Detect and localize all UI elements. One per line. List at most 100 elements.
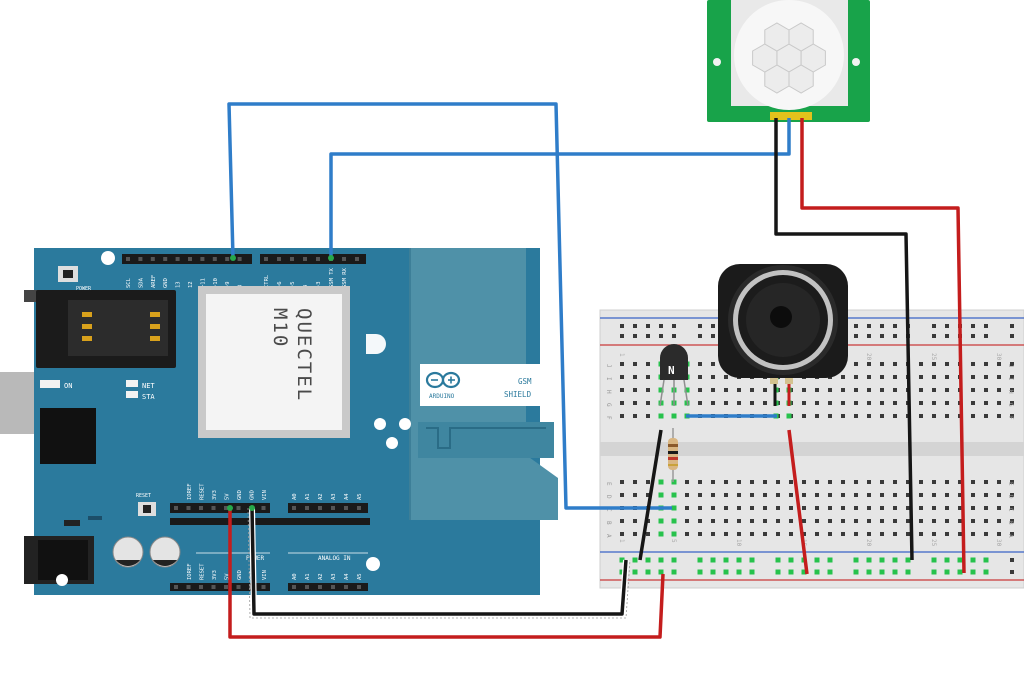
pin-label: RESET	[200, 563, 206, 580]
rail-hole	[646, 324, 650, 328]
breadboard-hole	[776, 506, 780, 510]
header-pin	[292, 506, 296, 510]
breadboard-hole	[828, 532, 832, 536]
breadboard-hole	[724, 506, 728, 510]
breadboard-hole	[971, 414, 975, 418]
breadboard-hole	[828, 480, 832, 484]
column-number: 25	[930, 353, 937, 361]
breadboard-hole	[620, 388, 624, 392]
breadboard-hole	[633, 493, 637, 497]
breadboard-hole	[763, 388, 767, 392]
breadboard-hole	[737, 388, 741, 392]
breadboard-hole	[737, 493, 741, 497]
breadboard-hole	[633, 414, 637, 418]
pin-label: 13	[176, 281, 182, 288]
breadboard-hole	[711, 493, 715, 497]
breadboard-hole	[685, 506, 689, 510]
rail-hole	[711, 324, 715, 328]
breadboard-hole	[711, 532, 715, 536]
column-number: 5	[670, 539, 677, 543]
breadboard-hole	[698, 388, 702, 392]
pir-motion-sensor	[707, 0, 870, 122]
breadboard-hole	[867, 493, 871, 497]
breadboard-hole	[919, 480, 923, 484]
breadboard-hole	[711, 401, 715, 405]
breadboard-hole	[932, 506, 936, 510]
pin-label: IOREF	[187, 563, 193, 580]
mounting-hole	[374, 418, 386, 430]
breadboard-hole	[893, 414, 897, 418]
row-letter: A	[605, 534, 612, 538]
net-label: NET	[142, 382, 155, 390]
breadboard-hole	[958, 519, 962, 523]
breadboard-hole	[867, 480, 871, 484]
breadboard-hole	[854, 375, 858, 379]
breadboard-hole	[997, 480, 1001, 484]
breadboard-hole	[945, 480, 949, 484]
breadboard-hole	[880, 362, 884, 366]
breadboard-hole	[971, 401, 975, 405]
pin-label: A3	[331, 573, 337, 580]
digital-header-2	[260, 254, 366, 264]
breadboard-hole	[867, 532, 871, 536]
header-pin	[305, 585, 309, 589]
connected-hole	[814, 569, 820, 575]
header-pin	[199, 506, 203, 510]
wire-transistor-gnd	[638, 429, 663, 561]
breadboard-hole	[646, 401, 650, 405]
rail-hole	[893, 334, 897, 338]
connected-hole	[775, 557, 781, 563]
rail-hole	[984, 324, 988, 328]
pin-label: GND	[163, 278, 169, 288]
breadboard-hole	[763, 532, 767, 536]
pin-label: CTRL	[264, 274, 270, 288]
breadboard-hole	[1010, 532, 1014, 536]
breadboard-hole	[971, 532, 975, 536]
pin-label: ~11	[200, 278, 206, 288]
pin-label: A2	[318, 493, 324, 500]
breadboard-hole	[633, 532, 637, 536]
connected-hole	[671, 492, 677, 498]
breadboard-hole	[802, 388, 806, 392]
breadboard-hole	[867, 414, 871, 418]
breadboard-hole	[815, 532, 819, 536]
pin-label: 5V	[225, 493, 231, 500]
rail-hole	[854, 324, 858, 328]
breadboard-hole	[854, 414, 858, 418]
breadboard-hole	[841, 401, 845, 405]
breadboard-hole	[750, 480, 754, 484]
power-header	[170, 503, 270, 513]
header-pin	[342, 257, 346, 261]
connected-hole	[723, 557, 729, 563]
header-pin	[199, 585, 203, 589]
pin-label: A0	[292, 493, 298, 500]
pin-label: VIN	[262, 570, 268, 580]
breadboard-hole	[984, 362, 988, 366]
breadboard-hole	[906, 532, 910, 536]
breadboard-hole	[971, 506, 975, 510]
connected-hole	[671, 569, 677, 575]
breadboard-hole	[776, 532, 780, 536]
row-letter: D	[605, 495, 612, 499]
connected-hole	[658, 531, 664, 537]
connected-hole	[892, 557, 898, 563]
row-letter: C	[605, 508, 612, 512]
connected-hole	[970, 557, 976, 563]
breadboard-hole	[737, 519, 741, 523]
breadboard-hole	[750, 493, 754, 497]
connected-hole	[658, 479, 664, 485]
breadboard-hole	[854, 532, 858, 536]
capacitor	[149, 536, 181, 568]
connected-hole	[658, 492, 664, 498]
rail-hole	[659, 324, 663, 328]
header-pin	[224, 506, 228, 510]
header-pin	[174, 585, 178, 589]
row-letter: I	[605, 377, 612, 381]
breadboard-hole	[906, 506, 910, 510]
breadboard-hole	[932, 388, 936, 392]
breadboard-hole	[620, 532, 624, 536]
breadboard-hole	[815, 480, 819, 484]
breadboard-hole	[711, 362, 715, 366]
rail-hole	[698, 334, 702, 338]
row-letter: E	[1007, 482, 1014, 486]
